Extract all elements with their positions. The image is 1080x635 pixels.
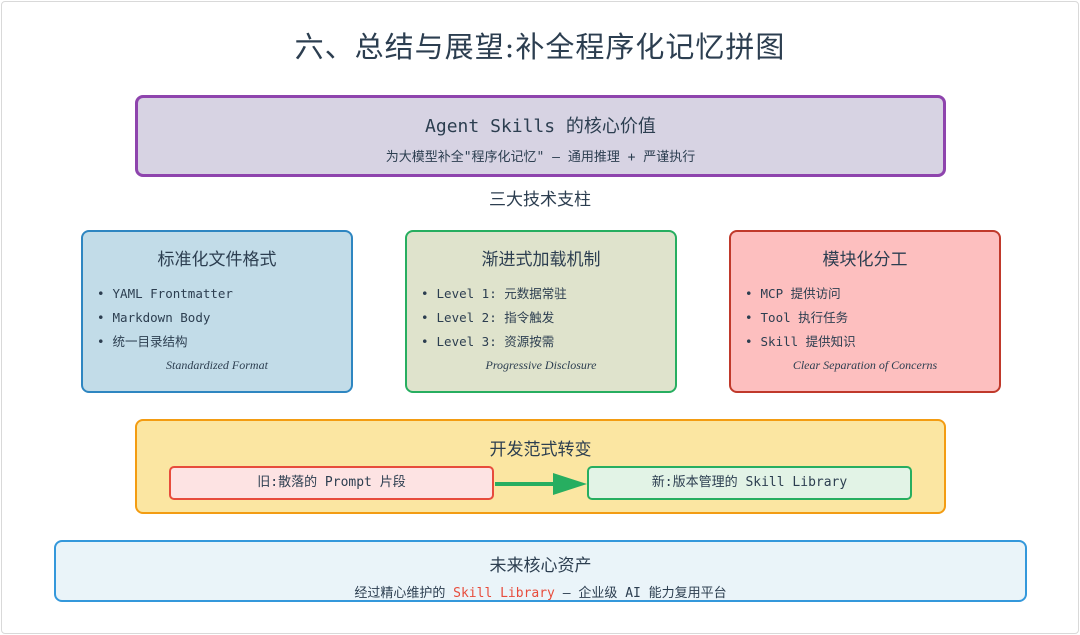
core-value-title: Agent Skills 的核心价值 <box>425 116 656 137</box>
pillar-card-separation-of-concerns: 模块化分工 MCP 提供访问 Tool 执行任务 Skill 提供知识 Clea… <box>729 230 1001 393</box>
pillar-item: Level 2: 指令触发 <box>421 306 675 330</box>
pillar-item: Tool 执行任务 <box>745 306 999 330</box>
pillar-list: MCP 提供访问 Tool 执行任务 Skill 提供知识 <box>731 282 999 354</box>
pillar-english-caption: Clear Separation of Concerns <box>792 358 938 372</box>
old-paradigm-box: 旧:散落的 Prompt 片段 <box>169 466 494 500</box>
core-value-box: Agent Skills 的核心价值 为大模型补全"程序化记忆" — 通用推理 … <box>135 95 946 177</box>
page-title: 六、总结与展望:补全程序化记忆拼图 <box>294 30 786 64</box>
pillar-item: Skill 提供知识 <box>745 330 999 354</box>
pillar-list: YAML Frontmatter Markdown Body 统一目录结构 <box>83 282 351 354</box>
pillar-item: MCP 提供访问 <box>745 282 999 306</box>
right-arrow-icon <box>495 473 587 495</box>
pillar-card-progressive-disclosure: 渐进式加载机制 Level 1: 元数据常驻 Level 2: 指令触发 Lev… <box>405 230 677 393</box>
future-subtitle-highlight: Skill Library <box>453 586 555 601</box>
pillar-item: 统一目录结构 <box>97 330 351 354</box>
future-title: 未来核心资产 <box>489 556 592 576</box>
new-paradigm-box: 新:版本管理的 Skill Library <box>587 466 912 500</box>
future-subtitle-suffix: — 企业级 AI 能力复用平台 <box>554 586 727 601</box>
future-asset-box: 未来核心资产 经过精心维护的 Skill Library — 企业级 AI 能力… <box>54 540 1027 602</box>
pillar-item: Markdown Body <box>97 306 351 330</box>
future-subtitle-prefix: 经过精心维护的 <box>354 586 454 601</box>
pillars-label: 三大技术支柱 <box>489 190 591 210</box>
core-value-subtitle: 为大模型补全"程序化记忆" — 通用推理 + 严谨执行 <box>385 150 696 165</box>
future-subtitle: 经过精心维护的 Skill Library — 企业级 AI 能力复用平台 <box>56 582 1025 601</box>
pillar-english-caption: Progressive Disclosure <box>485 358 597 372</box>
pillar-item: Level 3: 资源按需 <box>421 330 675 354</box>
pillar-item: Level 1: 元数据常驻 <box>421 282 675 306</box>
pillar-title: 标准化文件格式 <box>157 250 277 270</box>
pillar-list: Level 1: 元数据常驻 Level 2: 指令触发 Level 3: 资源… <box>407 282 675 354</box>
pillar-card-standardized-format: 标准化文件格式 YAML Frontmatter Markdown Body 统… <box>81 230 353 393</box>
pillar-english-caption: Standardized Format <box>166 358 268 372</box>
pillar-title: 渐进式加载机制 <box>481 250 601 270</box>
pillar-item: YAML Frontmatter <box>97 282 351 306</box>
pillar-title: 模块化分工 <box>822 250 908 270</box>
paradigm-title: 开发范式转变 <box>489 440 592 460</box>
